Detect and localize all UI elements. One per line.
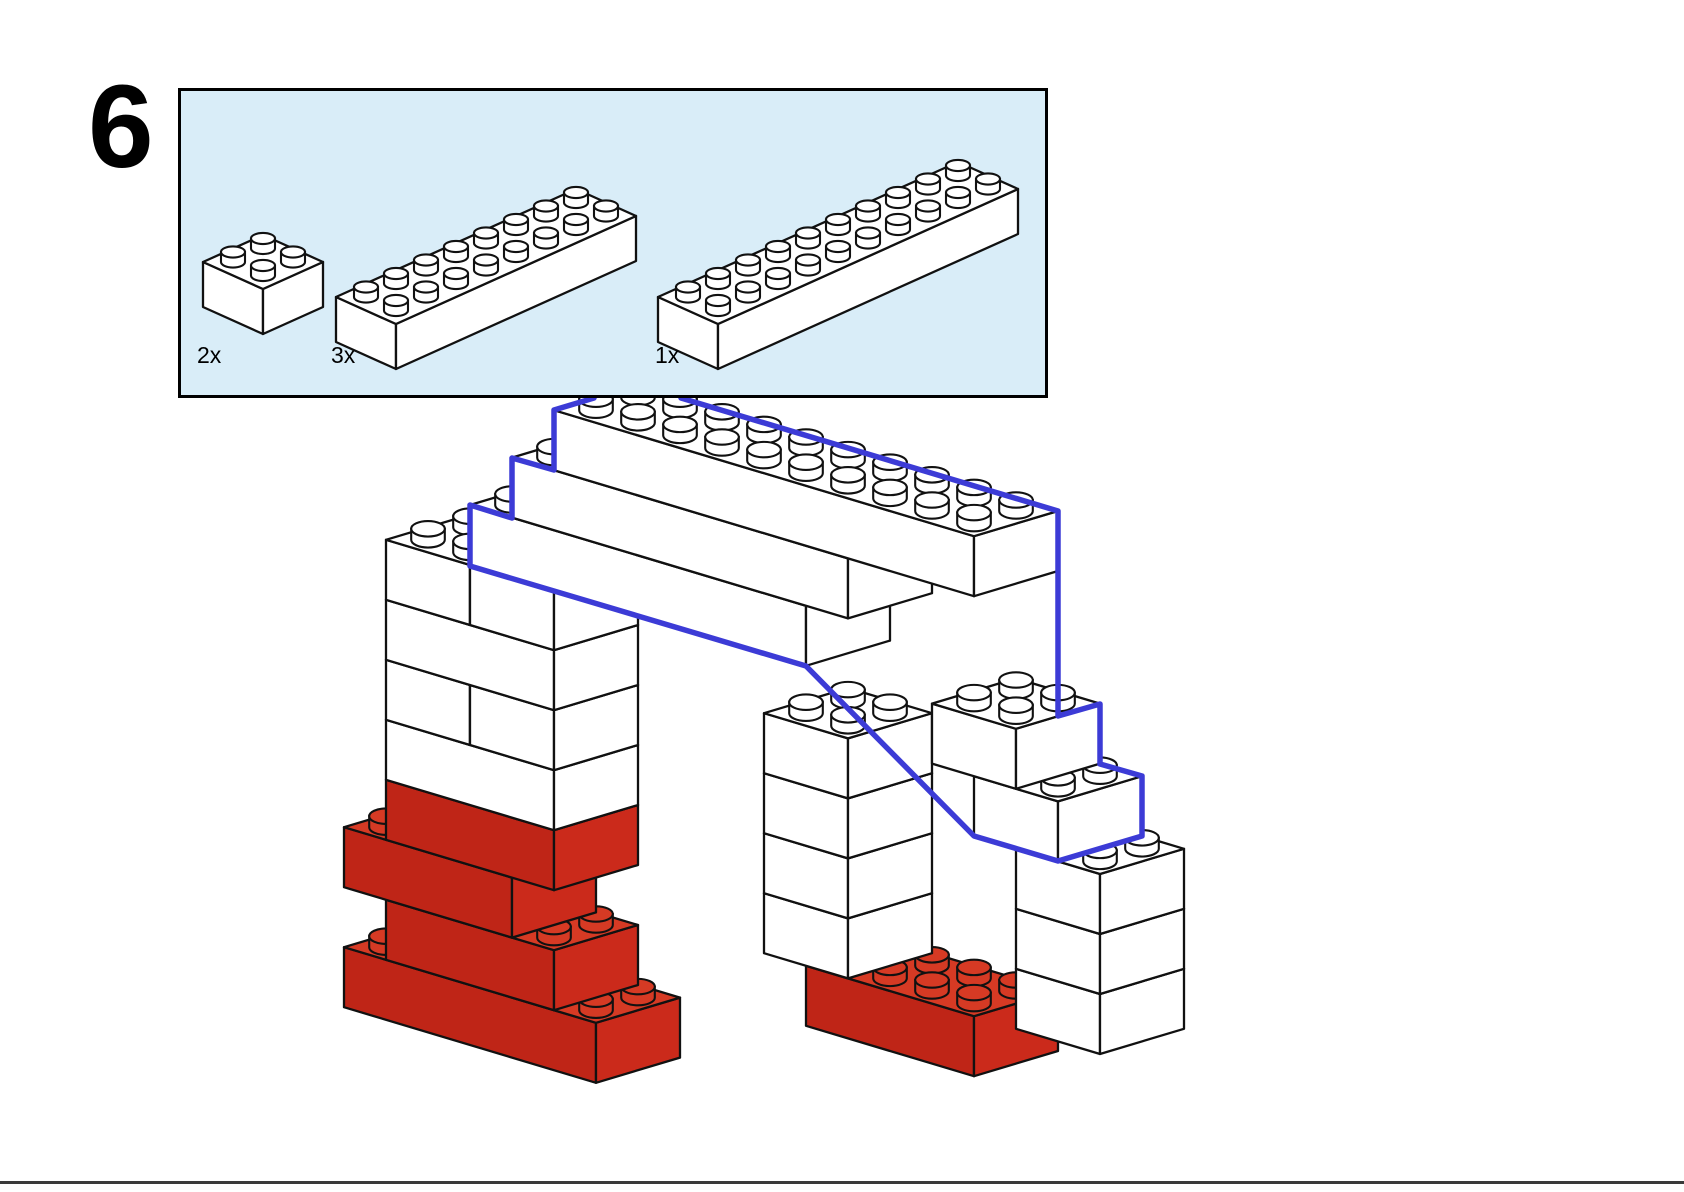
part-count-label: 3x xyxy=(331,342,356,368)
brick-step-upper-2x2 xyxy=(930,671,1102,790)
parts-bricks-illustration xyxy=(201,158,1020,371)
part-count-label: 1x xyxy=(655,342,680,368)
page-footer-rule xyxy=(0,1181,1684,1184)
part-count-label: 2x xyxy=(197,342,222,368)
parts-callout-box: 2x 3x 1x xyxy=(178,88,1048,398)
brick-part-2x8 xyxy=(334,185,638,371)
brick-beam-2x10-top xyxy=(552,377,1060,598)
new-parts-highlight-outline xyxy=(467,395,1145,864)
brick-part-2x2 xyxy=(201,231,325,336)
brick-part-2x10 xyxy=(656,158,1020,371)
step-number: 6 xyxy=(88,61,154,193)
brick-mid-white-4 xyxy=(762,680,934,800)
